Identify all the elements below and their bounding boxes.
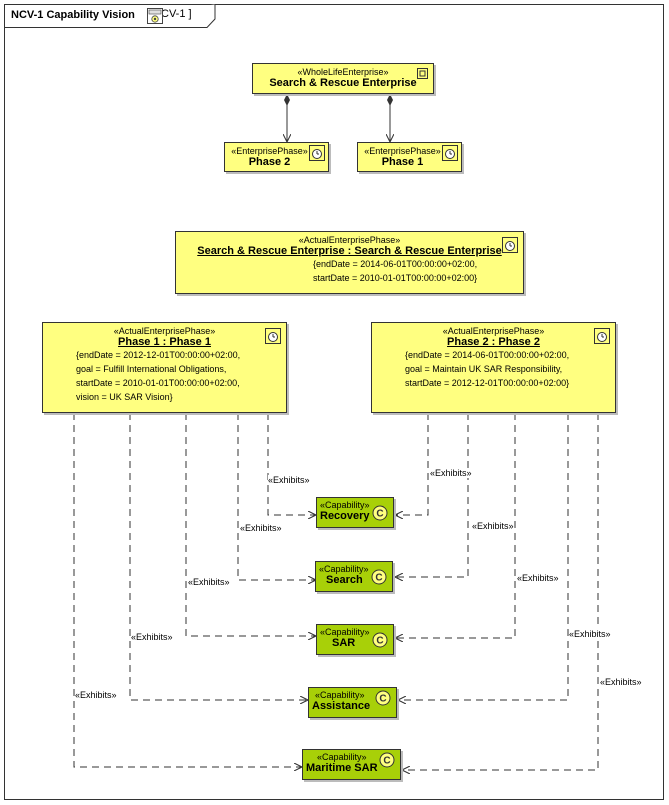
edge-p2-sar	[395, 413, 516, 638]
capability-c-icon: C	[372, 505, 388, 521]
edge-p2-recovery	[395, 413, 429, 515]
tagged-values: {endDate = 2012-12-01T00:00:00+02:00, go…	[43, 348, 286, 404]
bracket-close: ]	[188, 8, 192, 20]
element-name: Search & Rescue Enterprise	[269, 77, 417, 89]
edge-p1-assistance	[129, 413, 308, 700]
svg-text:C: C	[376, 509, 383, 520]
exhibits-label: «Exhibits»	[188, 577, 230, 587]
element-name: Assistance	[312, 700, 371, 712]
edge-p2-assistance	[398, 413, 569, 700]
phase-clock-icon	[594, 328, 610, 344]
actual-phase-1[interactable]: «ActualEnterprisePhase» Phase 1 : Phase …	[42, 322, 287, 413]
phase-clock-icon	[265, 328, 281, 344]
stereotype: «Capability»	[320, 627, 370, 637]
frame-diagram-ref[interactable]: [ NCV-1 ]	[147, 8, 192, 24]
stereotype: «ActualEnterprisePhase»	[113, 326, 216, 336]
capability-c-icon: C	[372, 632, 388, 648]
stereotype: «EnterprisePhase»	[231, 146, 308, 156]
capability-recovery[interactable]: «Capability» Recovery C	[316, 497, 394, 528]
phase-clock-icon	[309, 145, 325, 161]
element-name: SAR	[332, 637, 356, 649]
exhibits-label: «Exhibits»	[472, 521, 514, 531]
capability-c-icon: C	[375, 690, 391, 706]
exhibits-label: «Exhibits»	[75, 690, 117, 700]
diagram-icon	[147, 8, 163, 24]
svg-text:C: C	[383, 756, 390, 767]
tagged-values: {endDate = 2014-06-01T00:00:00+02:00, st…	[176, 257, 523, 285]
tagged-value: startDate = 2010-01-01T00:00:00+02:00,	[76, 378, 240, 388]
stereotype: «Capability»	[317, 752, 367, 762]
svg-text:C: C	[379, 694, 386, 705]
stereotype: «ActualEnterprisePhase»	[442, 326, 545, 336]
exhibits-label: «Exhibits»	[240, 523, 282, 533]
exhibits-label: «Exhibits»	[268, 475, 310, 485]
capability-maritime-sar[interactable]: «Capability» Maritime SAR C	[302, 749, 401, 780]
edge-p2-maritime	[402, 413, 599, 770]
tagged-value: {endDate = 2012-12-01T00:00:00+02:00,	[76, 350, 241, 360]
element-name: Search	[326, 574, 363, 586]
capability-search[interactable]: «Capability» Search C	[315, 561, 393, 592]
edge-p1-recovery	[267, 413, 316, 515]
tagged-value: startDate = 2012-12-01T00:00:00+02:00}	[405, 378, 570, 388]
tagged-value: goal = Maintain UK SAR Responsibility,	[405, 364, 563, 374]
element-name: Recovery	[320, 510, 370, 522]
svg-text:C: C	[376, 636, 383, 647]
element-name: Phase 1 : Phase 1	[118, 336, 211, 348]
edge-p1-maritime	[73, 413, 302, 767]
stereotype: «EnterprisePhase»	[364, 146, 441, 156]
element-name: Phase 1	[381, 156, 424, 168]
enterprise-icon	[417, 68, 428, 79]
stereotype: «Capability»	[315, 690, 365, 700]
element-name: Maritime SAR	[306, 762, 378, 774]
exhibits-label: «Exhibits»	[430, 468, 472, 478]
capability-sar[interactable]: «Capability» SAR C	[316, 624, 394, 655]
exhibits-label: «Exhibits»	[517, 573, 559, 583]
svg-text:C: C	[375, 573, 382, 584]
tagged-value: vision = UK SAR Vision}	[76, 392, 173, 402]
element-name: Search & Rescue Enterprise : Search & Re…	[197, 245, 502, 257]
exhibits-label: «Exhibits»	[600, 677, 642, 687]
capability-assistance[interactable]: «Capability» Assistance C	[308, 687, 397, 718]
stereotype: «ActualEnterprisePhase»	[298, 235, 401, 245]
exhibits-label: «Exhibits»	[131, 632, 173, 642]
element-name: Phase 2 : Phase 2	[447, 336, 540, 348]
actual-phase-2[interactable]: «ActualEnterprisePhase» Phase 2 : Phase …	[371, 322, 616, 413]
capability-c-icon: C	[371, 569, 387, 585]
stereotype: «Capability»	[319, 564, 369, 574]
tagged-values: {endDate = 2014-06-01T00:00:00+02:00, go…	[372, 348, 615, 390]
tagged-value: goal = Fulfill International Obligations…	[76, 364, 227, 374]
stereotype: «WholeLifeEnterprise»	[297, 67, 389, 77]
capability-c-icon: C	[379, 752, 395, 768]
stereotype: «Capability»	[320, 500, 370, 510]
element-name: Phase 2	[248, 156, 291, 168]
edge-p1-search	[237, 413, 316, 580]
phase-clock-icon	[502, 237, 518, 253]
frame-title: NCV-1 Capability Vision	[11, 9, 135, 21]
whole-life-enterprise[interactable]: «WholeLifeEnterprise» Search & Rescue En…	[252, 63, 434, 94]
edge-p2-search	[395, 413, 469, 577]
exhibits-label: «Exhibits»	[569, 629, 611, 639]
phase-clock-icon	[442, 145, 458, 161]
actual-enterprise-sre[interactable]: «ActualEnterprisePhase» Search & Rescue …	[175, 231, 524, 294]
edge-p1-sar	[185, 413, 316, 636]
frame-header: NCV-1 Capability Vision [ NCV-1 ]	[4, 4, 216, 28]
enterprise-phase-2[interactable]: «EnterprisePhase» Phase 2	[224, 142, 329, 172]
tagged-value: startDate = 2010-01-01T00:00:00+02:00}	[313, 273, 478, 283]
tagged-value: {endDate = 2014-06-01T00:00:00+02:00,	[405, 350, 570, 360]
tagged-value: {endDate = 2014-06-01T00:00:00+02:00,	[313, 259, 478, 269]
enterprise-phase-1[interactable]: «EnterprisePhase» Phase 1	[357, 142, 462, 172]
